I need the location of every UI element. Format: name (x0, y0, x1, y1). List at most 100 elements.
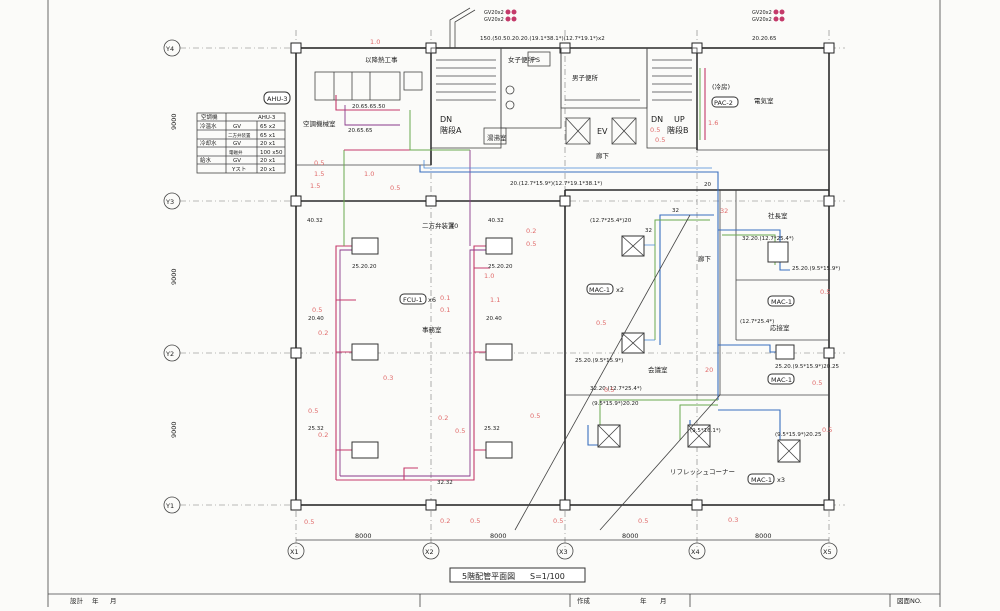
axis-y2: Y2 (165, 350, 174, 358)
svg-text:GV20x2: GV20x2 (752, 17, 772, 23)
svg-text:0.2: 0.2 (318, 431, 328, 439)
svg-text:20.20.65: 20.20.65 (752, 36, 777, 42)
svg-text:0.1: 0.1 (440, 294, 450, 302)
svg-text:0.5: 0.5 (822, 426, 832, 434)
svg-text:20.40: 20.40 (308, 316, 324, 322)
equipment-table: 空調機 AHU-3 冷温水 GV 65 x2 二方弁装置 65 x1 冷却水 G… (196, 112, 286, 174)
heat-work-label: 以降熱工事 (365, 55, 398, 64)
svg-text:8000: 8000 (355, 532, 372, 540)
svg-text:9000: 9000 (170, 113, 178, 130)
svg-text:32: 32 (645, 228, 652, 234)
table-header-1: 空調機 (201, 113, 218, 121)
axis-x1: X1 (290, 548, 299, 556)
svg-text:0.5: 0.5 (812, 379, 822, 387)
reception-room-label: 応接室 (770, 323, 790, 332)
svg-text:8000: 8000 (755, 532, 772, 540)
svg-text:月: 月 (660, 597, 667, 605)
svg-text:0.5: 0.5 (530, 412, 540, 420)
svg-text:GV: GV (233, 141, 241, 147)
svg-text:DN: DN (651, 115, 663, 124)
drawing-scale: S=1/100 (530, 572, 565, 581)
svg-text:20 x1: 20 x1 (260, 158, 276, 164)
svg-text:65 x2: 65 x2 (260, 124, 276, 130)
axis-x2: X2 (425, 548, 434, 556)
refresh-corner-label: リフレッシュコーナー (670, 468, 735, 476)
svg-text:x6: x6 (428, 296, 436, 304)
svg-text:GV20x2: GV20x2 (484, 10, 504, 16)
svg-text:(9.5*16.1*): (9.5*16.1*) (690, 428, 721, 434)
svg-text:25.20.(9.5*15.9*)20.25: 25.20.(9.5*15.9*)20.25 (775, 364, 840, 370)
pipe-size-labels: 150.(50.50.20.20.(19.1*38.1*)(12.7*19.1*… (307, 36, 840, 486)
svg-text:32.20.(12.7*25.4*): 32.20.(12.7*25.4*) (742, 236, 794, 242)
stair-b-label: 階段B (667, 125, 689, 135)
core-area: DN 階段A 女子便所 湯沸室 PS 男子便所 EV 廊下 DN UP 階段B (430, 47, 698, 160)
svg-text:1.1: 1.1 (490, 296, 500, 304)
svg-text:1.0: 1.0 (364, 170, 374, 178)
svg-text:0.3: 0.3 (383, 374, 393, 382)
svg-text:0.5: 0.5 (390, 184, 400, 192)
mac-reception-tag: MAC-1 (771, 376, 792, 384)
svg-text:20: 20 (704, 182, 711, 188)
axis-y1: Y1 (165, 502, 174, 510)
svg-text:Yスト: Yスト (231, 166, 246, 173)
drawing-title-block: 5階配管平面図 S=1/100 (449, 567, 586, 583)
svg-text:x3: x3 (777, 476, 785, 484)
svg-text:25.20.20: 25.20.20 (352, 264, 377, 270)
svg-text:65 x1: 65 x1 (260, 133, 276, 139)
mac-president-tag: MAC-1 (771, 298, 792, 306)
svg-text:(12.7*25.4*): (12.7*25.4*) (740, 319, 774, 325)
two-way-valve-label: 二方弁装置 (422, 221, 455, 230)
axis-y3: Y3 (165, 198, 174, 206)
svg-text:0.5: 0.5 (638, 517, 648, 525)
svg-text:給水: 給水 (200, 156, 212, 164)
svg-text:x2: x2 (616, 286, 624, 294)
svg-text:冷温水: 冷温水 (200, 122, 217, 130)
svg-text:0.2: 0.2 (526, 227, 536, 235)
tb-design: 設計 (70, 596, 84, 605)
svg-text:0.5: 0.5 (312, 306, 322, 314)
building-walls (290, 42, 835, 511)
corridor-label-1: 廊下 (596, 151, 610, 160)
fcu-tag: FCU-1 (403, 296, 423, 304)
svg-text:0.2: 0.2 (318, 329, 328, 337)
svg-text:1.5: 1.5 (310, 182, 320, 190)
svg-text:1.0: 1.0 (370, 38, 380, 46)
svg-text:20.40: 20.40 (486, 316, 502, 322)
ahu-room: AHU-3 (263, 71, 423, 105)
gv-valve-marks: GV20x2 GV20x2 GV20x2 GV20x2 (484, 9, 785, 23)
office-piping: FCU-1 x6 (335, 95, 513, 481)
svg-text:0.5: 0.5 (455, 427, 465, 435)
svg-text:年: 年 (640, 596, 647, 605)
svg-text:0.5: 0.5 (304, 518, 314, 526)
svg-text:25.32: 25.32 (484, 426, 500, 432)
ac-room-label: 空調機械室 (303, 119, 336, 128)
svg-text:40.32: 40.32 (307, 218, 323, 224)
svg-text:25.20.20: 25.20.20 (488, 264, 513, 270)
pac-tag: PAC-2 (714, 99, 733, 107)
svg-text:GV: GV (233, 124, 241, 130)
svg-text:(9.5*15.9*)20.20: (9.5*15.9*)20.20 (592, 401, 639, 407)
svg-text:9000: 9000 (170, 268, 178, 285)
svg-text:25.32: 25.32 (308, 426, 324, 432)
main-piping (419, 7, 719, 190)
office-label: 事務室 (422, 325, 442, 334)
ahu-tag: AHU-3 (267, 95, 288, 103)
right-piping: MAC-1 x2 MAC-1 MAC-1 MAC-1 x3 PAC-2 (冷房) (586, 82, 801, 485)
ps-label: PS (532, 56, 540, 64)
y-axis-labels: Y4 Y3 Y2 Y1 9000 9000 9000 (163, 39, 181, 514)
svg-text:20 x1: 20 x1 (260, 141, 276, 147)
axis-x3: X3 (559, 548, 568, 556)
svg-text:(9.5*15.9*)20.25: (9.5*15.9*)20.25 (775, 432, 822, 438)
svg-text:25.20.(9.5*15.9*): 25.20.(9.5*15.9*) (575, 358, 623, 364)
president-room-label: 社長室 (768, 211, 788, 220)
svg-text:20.65.65: 20.65.65 (348, 128, 373, 134)
svg-text:0.5: 0.5 (308, 407, 318, 415)
leader-lines (514, 214, 721, 531)
svg-text:0.5: 0.5 (526, 240, 536, 248)
svg-text:年: 年 (92, 596, 99, 605)
svg-text:0.2: 0.2 (440, 517, 450, 525)
svg-text:0.2: 0.2 (438, 414, 448, 422)
svg-text:32: 32 (672, 208, 679, 214)
svg-text:32.20.(12.7*25.4*): 32.20.(12.7*25.4*) (590, 386, 642, 392)
